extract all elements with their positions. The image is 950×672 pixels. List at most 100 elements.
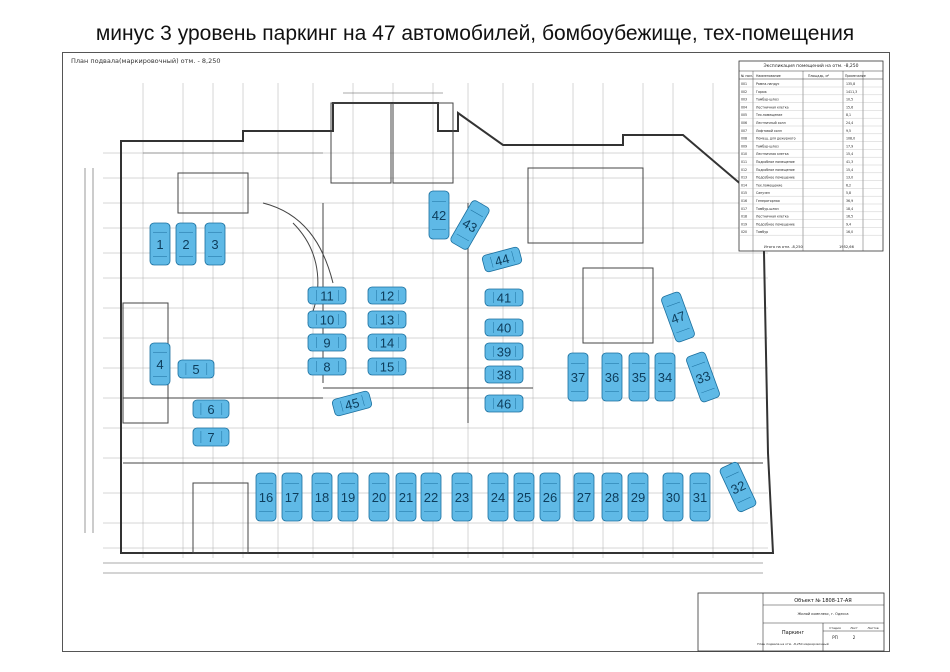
svg-text:1411,3: 1411,3	[846, 90, 857, 94]
drawing-sheet: План подвала(маркировочный) отм. - 8,250…	[62, 52, 890, 652]
car-icon	[484, 318, 524, 337]
parking-space: 45	[331, 390, 373, 417]
car-icon	[567, 352, 589, 402]
parking-space-number: 34	[658, 370, 672, 385]
parking-space-number: 6	[207, 402, 214, 417]
parking-space-number: 47	[669, 308, 688, 327]
svg-text:5,8: 5,8	[846, 191, 851, 195]
svg-text:014: 014	[741, 183, 747, 187]
explication-row: 015 Санузел 5,8	[741, 191, 851, 195]
parking-space: 26	[539, 472, 561, 522]
parking-space-number: 10	[320, 313, 334, 328]
parking-space: 18	[311, 472, 333, 522]
svg-text:012: 012	[741, 168, 747, 172]
car-icon	[192, 399, 230, 419]
parking-space: 43	[450, 200, 490, 250]
svg-text:020: 020	[741, 230, 747, 234]
car-icon	[719, 461, 757, 513]
parking-space-number: 31	[693, 490, 707, 505]
parking-space: 41	[484, 288, 524, 307]
svg-text:41,3: 41,3	[846, 160, 853, 164]
parking-space-number: 44	[493, 251, 511, 269]
parking-space: 32	[719, 461, 757, 513]
car-icon	[367, 310, 407, 329]
svg-text:018: 018	[741, 215, 747, 219]
parking-space: 29	[627, 472, 649, 522]
parking-space: 8	[307, 357, 347, 376]
svg-text:Рампа-пандус: Рампа-пандус	[756, 82, 780, 86]
svg-text:9,5: 9,5	[846, 129, 851, 133]
parking-space: 9	[307, 333, 347, 352]
parking-space-number: 32	[728, 478, 747, 498]
car-icon	[689, 472, 711, 522]
svg-text:17,9: 17,9	[846, 144, 853, 148]
car-icon	[307, 286, 347, 305]
parking-space: 46	[484, 394, 524, 413]
explication-header: № пом.	[741, 74, 753, 78]
car-icon	[573, 472, 595, 522]
car-icon	[192, 427, 230, 447]
car-icon	[513, 472, 535, 522]
stamp-drawing: План подвала на отм. -8,250 маркировочны…	[757, 642, 828, 646]
svg-text:015: 015	[741, 191, 747, 195]
parking-space: 19	[337, 472, 359, 522]
explication-total-value: 1952,66	[839, 245, 855, 249]
parking-space: 17	[281, 472, 303, 522]
car-icon	[601, 352, 623, 402]
building-walls	[122, 102, 763, 554]
svg-text:Лестничная клетка: Лестничная клетка	[756, 105, 789, 109]
parking-space-number: 7	[207, 430, 214, 445]
parking-space-number: 46	[497, 397, 511, 412]
parking-space: 12	[367, 286, 407, 305]
car-icon	[367, 286, 407, 305]
parking-space: 47	[661, 291, 695, 343]
parking-space: 38	[484, 365, 524, 384]
stamp-sheet: 2	[853, 635, 856, 640]
svg-text:9,4: 9,4	[846, 222, 851, 226]
car-icon	[175, 222, 197, 266]
parking-space-number: 27	[577, 490, 591, 505]
car-icon	[539, 472, 561, 522]
page-title: минус 3 уровень паркинг на 47 автомобиле…	[95, 22, 855, 45]
parking-space-number: 21	[399, 490, 413, 505]
svg-text:003: 003	[741, 98, 747, 102]
car-icon	[255, 472, 277, 522]
parking-space-number: 20	[372, 490, 386, 505]
parking-space: 28	[601, 472, 623, 522]
parking-space-number: 3	[211, 237, 218, 252]
parking-space-number: 36	[605, 370, 619, 385]
car-icon	[601, 472, 623, 522]
stamp-project: Жилой комплекс, г. Одесса	[797, 612, 848, 616]
svg-text:Подсобное помещение: Подсобное помещение	[756, 168, 795, 172]
stamp-sheets-label: Листов	[867, 626, 878, 630]
svg-text:Лифтовой холл: Лифтовой холл	[756, 129, 782, 133]
stamp-code: Объект № 1808-17-АЯ	[794, 598, 852, 604]
parking-space-number: 5	[192, 362, 199, 377]
svg-text:16,5: 16,5	[846, 215, 853, 219]
svg-text:15,4: 15,4	[846, 168, 853, 172]
svg-text:Подсобное помещение: Подсобное помещение	[756, 222, 795, 226]
svg-text:8,1: 8,1	[846, 113, 851, 117]
svg-text:Генераторная: Генераторная	[756, 199, 780, 203]
explication-header: Площадь, м²	[808, 74, 830, 78]
parking-space: 3	[204, 222, 226, 266]
parking-space-number: 40	[497, 321, 511, 336]
car-icon	[654, 352, 676, 402]
car-icon	[484, 394, 524, 413]
parking-space: 39	[484, 342, 524, 361]
car-icon	[627, 472, 649, 522]
svg-text:008: 008	[741, 137, 747, 141]
svg-text:Тамбур-шлюз: Тамбур-шлюз	[755, 207, 779, 211]
parking-space-number: 12	[380, 289, 394, 304]
svg-text:Санузел: Санузел	[756, 191, 770, 195]
svg-text:005: 005	[741, 113, 747, 117]
plan-caption: План подвала(маркировочный) отм. - 8,250	[71, 57, 221, 65]
